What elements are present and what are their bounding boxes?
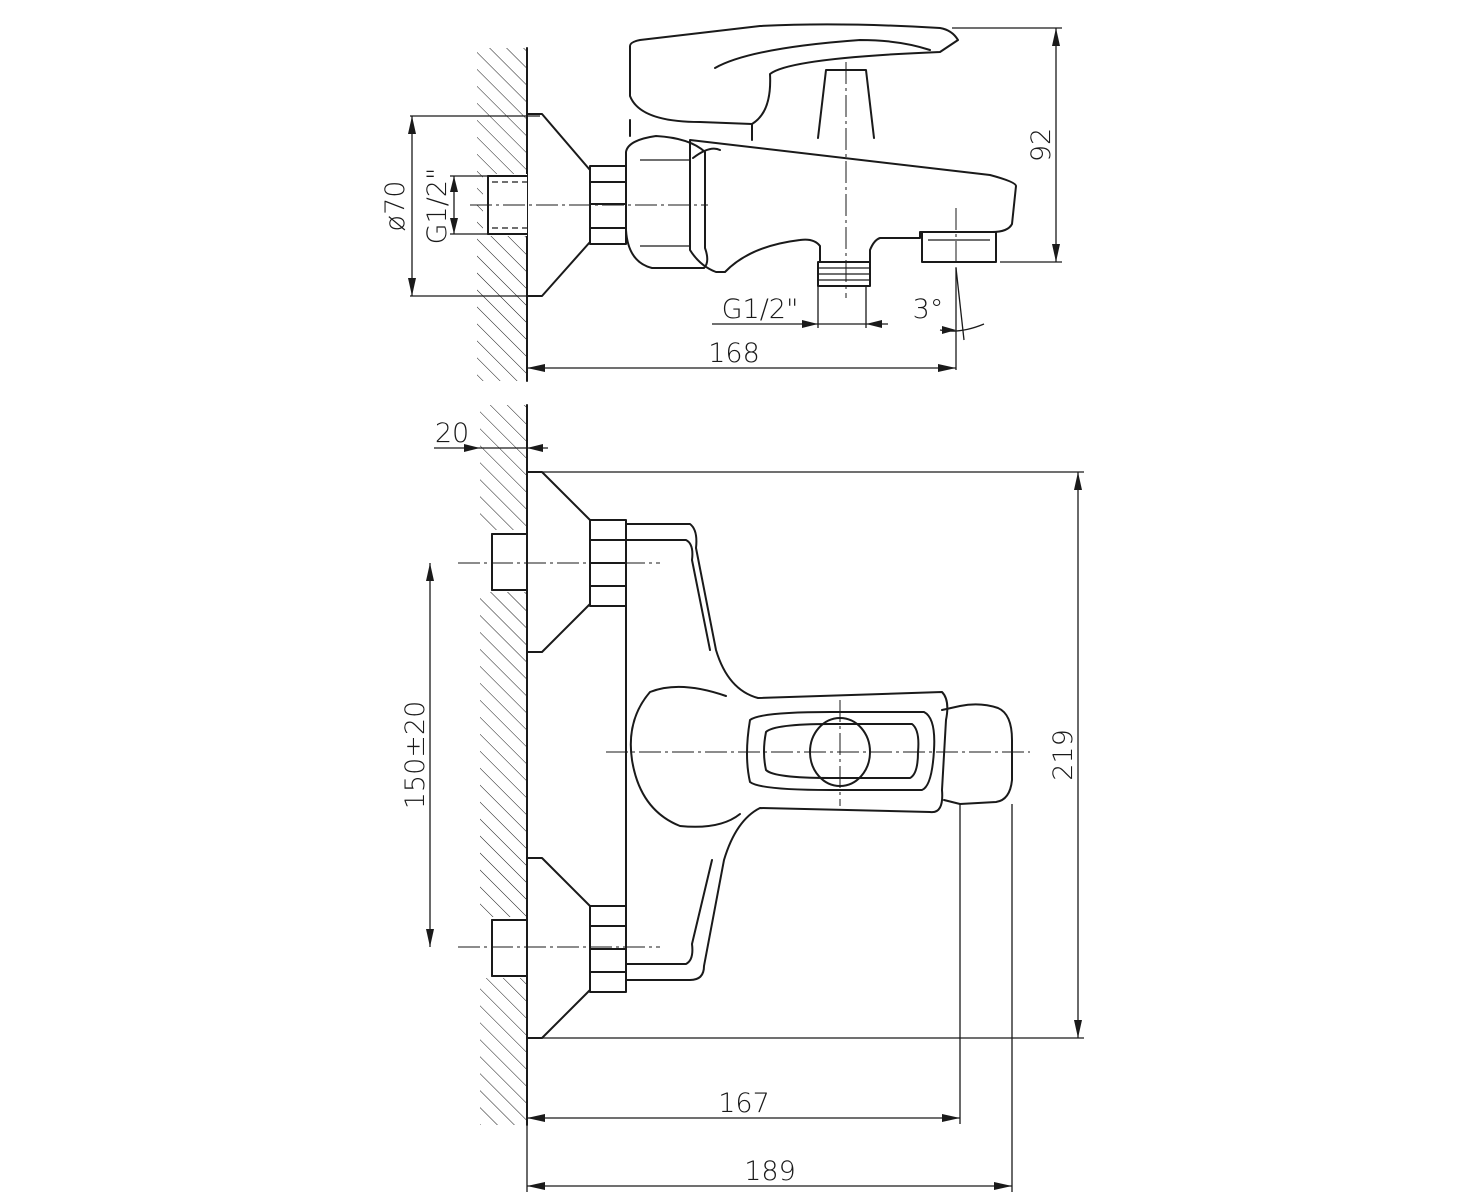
dim-depth-spout: 167 <box>527 804 961 1124</box>
front-view: 20 150±20 219 167 <box>400 404 1084 1192</box>
wall-section-front <box>480 404 528 1126</box>
dim-depth-total: 189 <box>526 804 1013 1192</box>
dim-height-top: 92 <box>952 27 1062 263</box>
spout-head-front <box>941 703 1013 805</box>
dim-height-front: 219 <box>542 471 1084 1039</box>
lever-handle-front <box>746 711 936 791</box>
flange-upper <box>526 471 591 653</box>
dim-depth-top-label: 168 <box>708 338 760 369</box>
mixer-body-front <box>625 523 949 981</box>
bath-outlet-top <box>817 261 871 287</box>
dim-spacing-label: 150±20 <box>400 701 431 810</box>
hex-nut-lower <box>589 905 627 993</box>
dim-diameter: ø70 <box>380 115 540 297</box>
dim-inlet-thread-label: G1/2" <box>422 168 453 245</box>
dim-outlet-thread: G1/2" <box>712 286 888 328</box>
dim-angle: 3° <box>913 267 985 370</box>
dim-inlet-thread: G1/2" <box>422 168 492 245</box>
inlet-pipe-lower <box>491 919 528 977</box>
wall-section-top <box>477 47 528 382</box>
dim-outlet-thread-label: G1/2" <box>722 294 799 325</box>
flange-lower <box>526 857 591 1039</box>
inlet-pipe-upper <box>491 533 528 591</box>
dim-height-front-label: 219 <box>1048 729 1079 781</box>
dim-offset: 20 <box>434 418 548 452</box>
spout-top <box>689 139 1017 273</box>
dim-depth-total-label: 189 <box>744 1156 796 1187</box>
handle-boss-front <box>629 685 741 828</box>
aerator-top <box>921 231 997 263</box>
dim-depth-top: 168 <box>527 338 956 372</box>
dim-angle-label: 3° <box>913 294 944 325</box>
dim-height-top-label: 92 <box>1026 128 1057 162</box>
dim-depth-spout-label: 167 <box>718 1088 770 1119</box>
lever-handle-top <box>629 23 959 125</box>
dim-offset-label: 20 <box>435 418 469 449</box>
dim-spacing: 150±20 <box>400 563 434 947</box>
mixer-body-top <box>625 135 709 269</box>
top-view: ø70 G1/2" G1/2" 3° <box>380 23 1062 382</box>
dim-diameter-label: ø70 <box>380 181 411 232</box>
